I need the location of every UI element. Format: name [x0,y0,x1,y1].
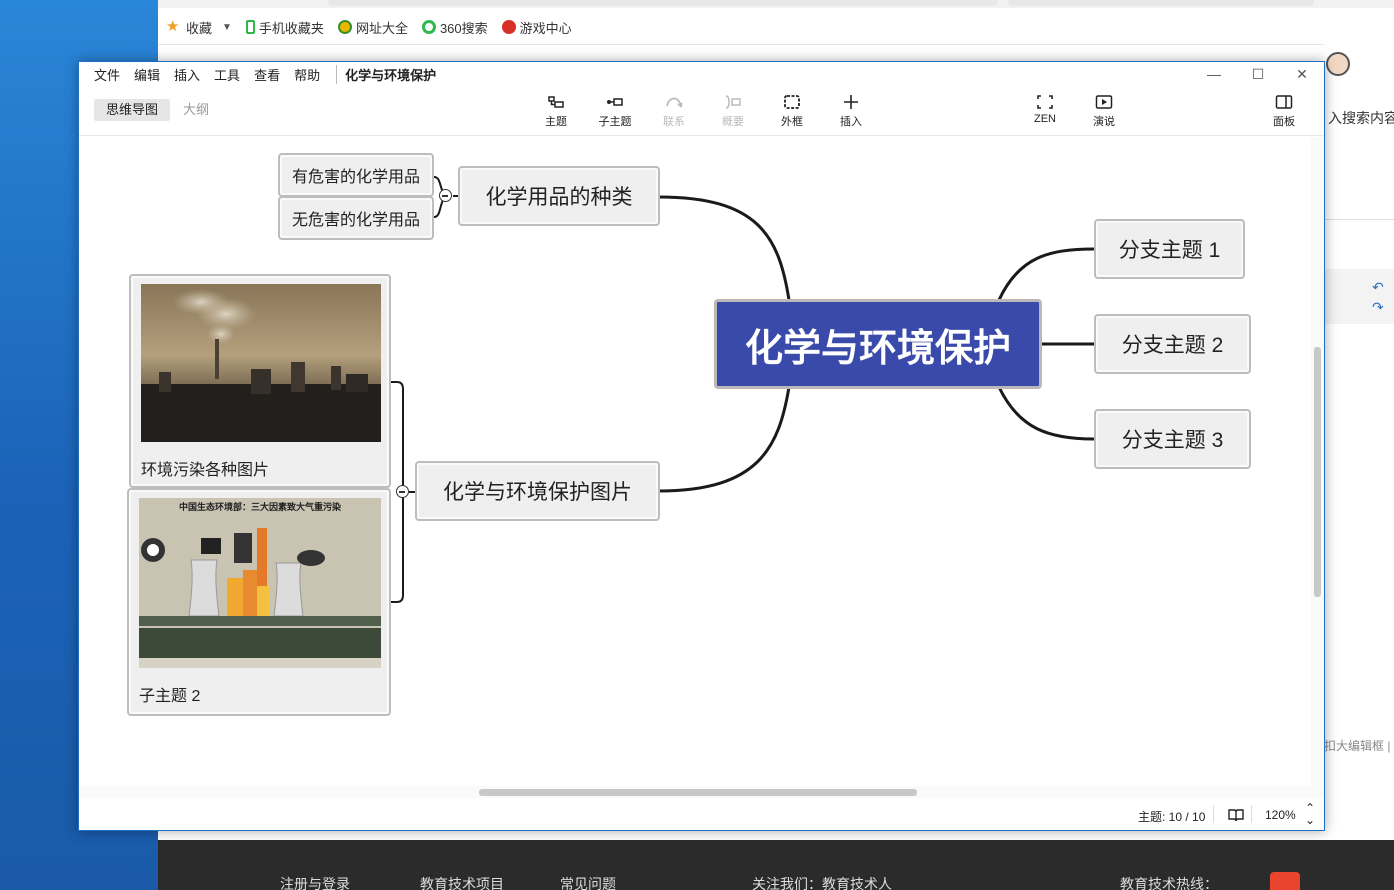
relationship-icon [666,97,683,108]
scroll-thumb[interactable] [1314,347,1321,597]
star-icon: ★ [166,18,180,35]
book-icon[interactable] [1228,808,1244,822]
boundary-icon [784,95,800,109]
subtopic-hazardous[interactable]: 有危害的化学用品 [278,153,434,197]
menu-view[interactable]: 查看 [254,67,281,83]
summary-button[interactable]: 概要 [708,94,758,129]
branch-topic-2[interactable]: 分支主题 2 [1094,314,1251,374]
forward-icon[interactable]: ↷ [1372,299,1384,315]
maximize-icon[interactable]: ☐ [1251,66,1265,82]
menu-bar: 文件 编辑 插入 工具 查看 帮助 化学与环境保护 [79,62,1324,86]
bookmark-360-search[interactable]: 360搜索 [421,18,488,37]
central-topic[interactable]: 化学与环境保护 [714,299,1042,389]
tab-outline[interactable]: 大纲 [183,102,210,117]
divider [1213,805,1214,823]
browser-tab-strip [158,0,1394,8]
branch-topic-3[interactable]: 分支主题 3 [1094,409,1251,469]
zoom-level[interactable]: 120% [1265,808,1296,822]
topic-environment-images[interactable]: 化学与环境保护图片 [415,461,660,521]
subtopic-icon [607,98,623,106]
image-caption: 子主题 2 [139,688,201,705]
bookmark-favorites[interactable]: ★ 收藏 ▼ [166,18,232,36]
air-pollution-infographic: 中国生态环境部：三大因素致大气重污染 [139,498,381,668]
zoom-stepper-icon[interactable]: ⌃⌄ [1305,801,1316,827]
subtopic-2-infographic[interactable]: 中国生态环境部：三大因素致大气重污染 子主题 2 [127,488,391,716]
menu-insert[interactable]: 插入 [174,67,201,83]
summary-icon [725,95,741,109]
menu-tools[interactable]: 工具 [214,67,241,83]
scroll-thumb[interactable] [479,789,917,796]
page-nav-strip [158,44,1394,64]
input-method-icon[interactable] [1270,872,1300,890]
minimize-icon[interactable]: — [1207,66,1221,82]
bookmarks-bar: ★ 收藏 ▼ 手机收藏夹 网址大全 360搜索 游戏中心 [158,10,1394,44]
footer-link[interactable]: 教育技术热线： [1120,876,1218,890]
browser-tab[interactable] [328,0,998,6]
page-side-box: ↶ ↷ [1324,269,1394,324]
document-title: 化学与环境保护 [336,64,436,84]
bookmark-mobile[interactable]: 手机收藏夹 [245,18,324,37]
browser-tab[interactable] [1008,0,1314,6]
infographic-title: 中国生态环境部：三大因素致大气重污染 [179,501,342,512]
present-button[interactable]: 演说 [1079,94,1129,129]
chevron-down-icon[interactable]: ▼ [222,21,232,33]
collapse-toggle[interactable] [396,485,409,498]
play-icon [1095,95,1113,109]
footer-link[interactable]: 常见问题 [560,876,616,890]
subtopic-pollution-photos[interactable]: 环境污染各种图片 [129,274,391,488]
close-icon[interactable]: ✕ [1296,66,1308,82]
branch-topic-1[interactable]: 分支主题 1 [1094,219,1245,279]
subtopic-button[interactable]: 子主题 [590,94,640,129]
avatar[interactable] [1326,52,1350,76]
panel-icon [1275,95,1293,109]
vertical-scrollbar[interactable] [1311,137,1324,787]
plus-icon [844,95,858,109]
page-editor-hint: 扣大编辑框 | 绡 [1324,739,1394,753]
phone-icon [245,20,255,34]
footer-link[interactable]: 教育技术项目 [420,876,504,890]
page-right-panel: 入搜索内容 ↶ ↷ 扣大编辑框 | 绡 [1324,44,1394,844]
divider [1324,219,1394,220]
topic-button[interactable]: 主题 [531,94,581,129]
menu-file[interactable]: 文件 [94,67,121,83]
toolbar: 思维导图 大纲 主题 子主题 联系 概要 外框 插入 ZEN [79,86,1324,136]
topic-chemical-types[interactable]: 化学用品的种类 [458,166,660,226]
menu-help[interactable]: 帮助 [294,67,321,83]
topic-count: 主题: 10 / 10 [1138,810,1206,824]
image-caption: 环境污染各种图片 [141,462,270,479]
search-icon [421,20,436,34]
bookmark-sites[interactable]: 网址大全 [337,18,408,37]
panel-button[interactable]: 面板 [1259,94,1309,129]
mindmap-app-window: 文件 编辑 插入 工具 查看 帮助 化学与环境保护 — ☐ ✕ 思维导图 大纲 … [78,61,1325,831]
fullscreen-icon [1037,95,1053,109]
horizontal-scrollbar[interactable] [79,786,1324,798]
footer-link[interactable]: 关注我们：教育技术人 [752,876,892,890]
zen-button[interactable]: ZEN [1020,94,1070,125]
globe-icon [337,20,352,34]
relationship-button[interactable]: 联系 [649,94,699,129]
taskbar-tray [1270,870,1394,890]
mindmap-canvas[interactable]: 化学与环境保护 化学用品的种类 有危害的化学用品 无危害的化学用品 化学与环境保… [79,137,1324,787]
bookmark-games[interactable]: 游戏中心 [501,18,572,37]
subtopic-non-hazardous[interactable]: 无危害的化学用品 [278,196,434,240]
boundary-button[interactable]: 外框 [767,94,817,129]
industrial-smog-photo [141,284,381,442]
insert-button[interactable]: 插入 [826,94,876,129]
divider [1251,805,1252,823]
status-bar: 主题: 10 / 10 120% ⌃⌄ [79,799,1324,831]
page-search-hint[interactable]: 入搜索内容 [1328,110,1394,126]
reply-icon[interactable]: ↶ [1372,279,1384,295]
menu-edit[interactable]: 编辑 [134,67,161,83]
page-footer: 注册与登录 教育技术项目 常见问题 关注我们：教育技术人 教育技术热线： [158,840,1394,890]
collapse-toggle[interactable] [439,189,452,202]
topic-icon [548,96,564,108]
footer-link[interactable]: 注册与登录 [280,876,350,890]
game-icon [501,20,516,34]
tab-mindmap[interactable]: 思维导图 [94,99,171,121]
